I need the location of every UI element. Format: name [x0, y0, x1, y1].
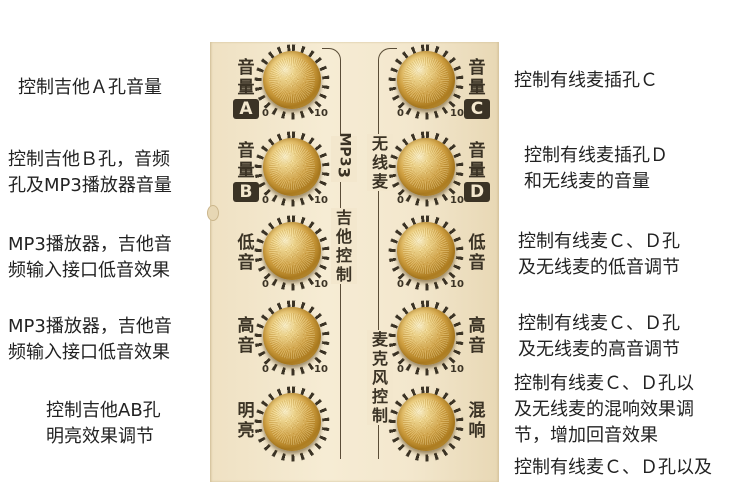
- scale-max: 10: [314, 364, 328, 375]
- note-bass-right: 控制有线麦Ｃ、Ｄ孔及无线麦的低音调节: [518, 231, 680, 278]
- knob-cap: [263, 393, 321, 451]
- scale-min: 0: [262, 108, 269, 119]
- label-bass-right: 低音: [468, 233, 486, 273]
- knob-cap: [397, 393, 455, 451]
- note-bass-left: MP3播放器，吉他音频输入接口低音效果: [8, 234, 172, 281]
- knob-cap: [397, 51, 455, 109]
- knob-cap: [263, 138, 321, 196]
- note-volume-c: 控制有线麦插孔Ｃ: [514, 70, 658, 91]
- label-bright-left: 明亮: [237, 401, 255, 441]
- knob-cap: [263, 307, 321, 365]
- knob-cap: [397, 222, 455, 280]
- knob-cap: [397, 138, 455, 196]
- scale-max: 10: [450, 108, 464, 119]
- scale-max: 10: [314, 279, 328, 290]
- knob-volume-a[interactable]: [254, 44, 330, 120]
- knob-treble-left[interactable]: [254, 300, 330, 376]
- label-treble-right: 高音: [468, 316, 486, 356]
- note-treble-right: 控制有线麦Ｃ、Ｄ孔及无线麦的高音调节: [518, 313, 680, 360]
- divider-right: [378, 48, 397, 459]
- scale-max: 10: [314, 108, 328, 119]
- note-cutoff-right: 控制有线麦Ｃ、Ｄ孔以及: [514, 457, 712, 478]
- knob-treble-right[interactable]: [388, 300, 464, 376]
- section-wireless-mic: 无线麦: [367, 134, 393, 191]
- scale-min: 0: [262, 195, 269, 206]
- knob-reverb-right[interactable]: [388, 386, 464, 462]
- knob-bass-left[interactable]: [254, 215, 330, 291]
- section-guitar-control: 吉他 控制: [331, 208, 357, 284]
- scale-max: 10: [450, 195, 464, 206]
- scale-min: 0: [262, 364, 269, 375]
- label-treble-left: 高音: [237, 316, 255, 356]
- knob-cap: [263, 51, 321, 109]
- scale-max: 10: [450, 279, 464, 290]
- scale-min: 0: [262, 279, 269, 290]
- knob-volume-c[interactable]: [388, 44, 464, 120]
- knob-bass-right[interactable]: [388, 215, 464, 291]
- scale-min: 0: [397, 279, 404, 290]
- knob-volume-b[interactable]: [254, 131, 330, 207]
- knob-volume-d[interactable]: [388, 131, 464, 207]
- note-volume-b: 控制吉他Ｂ孔，音频孔及MP3播放器音量: [8, 149, 172, 196]
- note-volume-a: 控制吉他Ａ孔音量: [18, 77, 162, 98]
- note-reverb-right: 控制有线麦Ｃ、Ｄ孔以及无线麦的混响效果调节，增加回音效果: [514, 373, 694, 446]
- scale-max: 10: [314, 195, 328, 206]
- scale-min: 0: [397, 364, 404, 375]
- scale-min: 0: [397, 195, 404, 206]
- scale-max: 10: [450, 364, 464, 375]
- knob-cap: [263, 222, 321, 280]
- note-treble-left: MP3播放器，吉他音频输入接口低音效果: [8, 316, 172, 363]
- scale-min: 0: [397, 108, 404, 119]
- section-mic-control: 麦克风 控制: [367, 330, 393, 425]
- section-mp3: MP3 3: [331, 133, 357, 182]
- note-bright-left: 控制吉他AB孔明亮效果调节: [46, 400, 161, 447]
- label-reverb-right: 混响: [468, 401, 486, 441]
- knob-bright-left[interactable]: [254, 386, 330, 462]
- knob-cap: [397, 307, 455, 365]
- label-bass-left: 低音: [237, 233, 255, 273]
- panel-screw: [207, 205, 219, 221]
